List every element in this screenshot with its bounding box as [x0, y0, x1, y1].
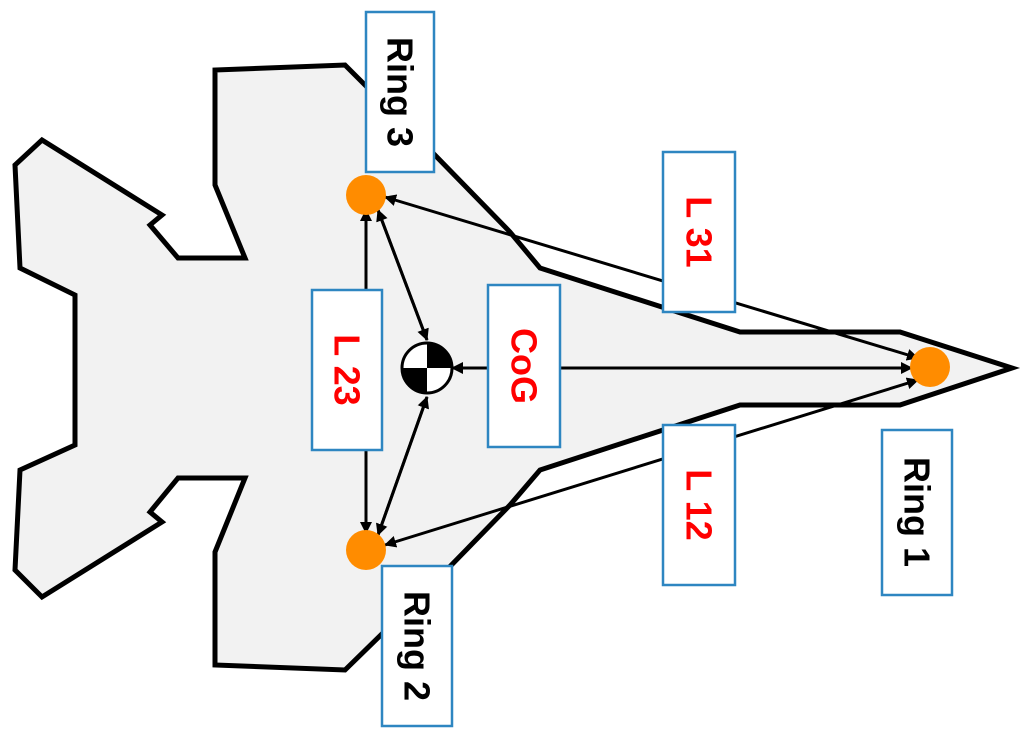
ring-3-marker	[346, 175, 386, 215]
label-box-l31: L 31	[661, 150, 737, 314]
label-box-l23: L 23	[310, 288, 384, 452]
ring-2-label: Ring 2	[397, 591, 438, 701]
label-box-l12: L 12	[661, 423, 737, 587]
cog-symbol-icon	[400, 341, 454, 395]
l31-label: L 31	[679, 196, 720, 267]
ring-3-label: Ring 3	[380, 37, 421, 147]
ring-1-marker	[910, 347, 950, 387]
cog-label: CoG	[504, 328, 545, 404]
ring-1-label: Ring 1	[897, 457, 938, 567]
arrow-ring3-cog	[376, 209, 429, 341]
arrow-l31	[384, 194, 919, 361]
label-box-ring1: Ring 1	[880, 428, 954, 597]
label-box-ring2: Ring 2	[380, 564, 454, 728]
l23-label: L 23	[327, 334, 368, 405]
ring-2-marker	[346, 530, 386, 570]
label-box-cog: CoG	[486, 283, 562, 449]
l12-label: L 12	[679, 469, 720, 540]
arrow-ring2-cog	[376, 396, 429, 536]
arrow-l12	[384, 377, 919, 548]
label-box-ring3: Ring 3	[364, 10, 436, 174]
